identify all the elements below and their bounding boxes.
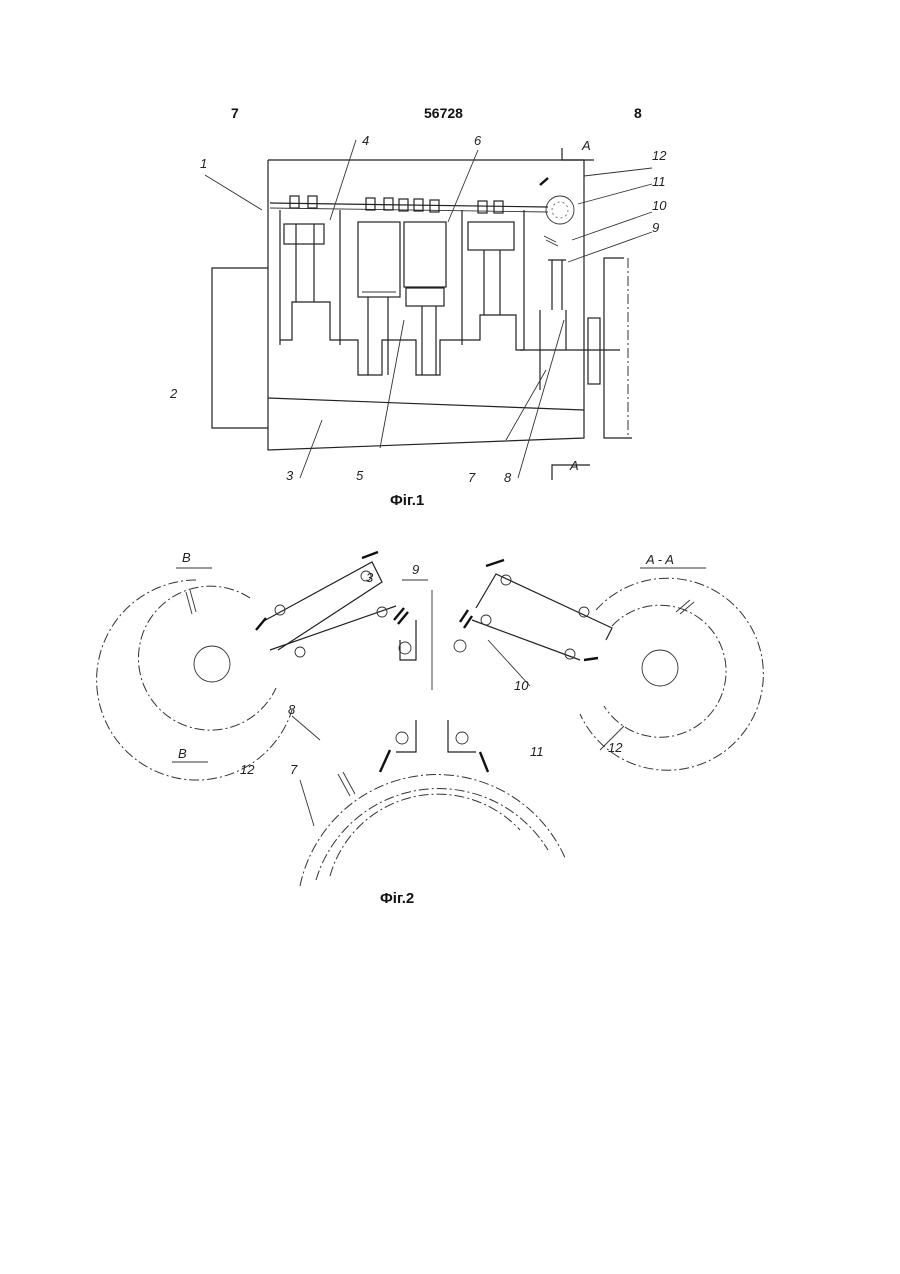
coupling [588,318,600,384]
top-shaft [270,203,548,207]
leader-1 [205,175,262,210]
gear-block [290,196,299,208]
top-shaft-2 [270,208,548,212]
figure-2-caption: Фіг.2 [380,890,414,907]
fig1-label-1: 1 [200,156,207,171]
roller-cylinder [358,222,400,297]
fig1-label-2: 2 [169,386,178,401]
fig1-label-5: 5 [356,468,364,483]
leader-12 [584,168,652,176]
disc-10-mark [546,240,558,246]
gear-block [384,198,393,210]
fig1-section-a-bottom: A [569,458,579,473]
disc-11-inner [552,202,568,218]
leader-11 [578,184,652,204]
fig1-section-a-top: A [581,138,591,153]
gear-block [308,196,317,208]
roller-cylinder [284,224,324,244]
figure-1-caption: Фіг.1 [390,492,424,509]
fig1-label-8: 8 [504,470,512,485]
fig1-label-9: 9 [652,220,659,235]
disc-11 [546,196,574,224]
leader-8 [518,320,564,478]
fig1-label-11: 11 [652,174,666,189]
roller-cylinder [404,222,446,287]
housing-base-line [268,398,584,410]
blade-mark [540,178,548,185]
fig1-label-7: 7 [468,470,476,485]
leader-7 [506,370,546,440]
fig1-label-4: 4 [362,133,369,148]
leader-4 [330,140,356,220]
roller-cylinder [468,222,514,250]
fig1-label-6: 6 [474,133,482,148]
fig1-label-3: 3 [286,468,294,483]
leader-5 [380,320,404,448]
fig1-label-10: 10 [652,198,667,213]
motor-block [212,268,268,428]
disc-10-mark [544,236,556,242]
fig1-label-12: 12 [652,148,667,163]
stepped-gear-train [280,302,524,375]
roller-cylinder-lower [406,288,444,306]
